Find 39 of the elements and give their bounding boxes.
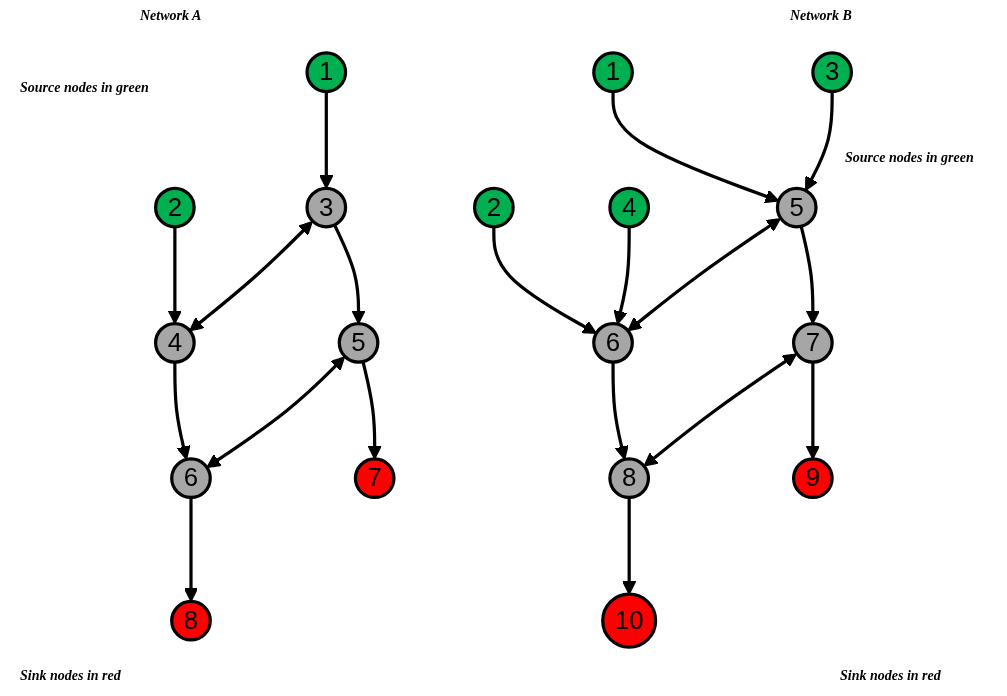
node-circle: 8 (608, 457, 651, 500)
note-text: Sink nodes in red (840, 668, 941, 684)
node-circle: 10 (601, 592, 658, 649)
arrow (805, 91, 834, 192)
node-circle: 1 (305, 51, 348, 94)
node-circle: 8 (170, 599, 212, 642)
node-circle: 6 (592, 321, 634, 364)
node-circle: 6 (170, 457, 212, 500)
arrow (319, 91, 334, 189)
node-circle: 7 (791, 321, 834, 364)
node-circle: 4 (608, 186, 651, 229)
network-title: Network A (140, 8, 202, 24)
note-text: Source nodes in green (20, 80, 149, 96)
network-title: Network B (790, 8, 852, 24)
node-circle: 7 (353, 457, 396, 500)
arrow (183, 497, 199, 602)
arrow (361, 361, 382, 460)
arrow (622, 497, 637, 595)
node-circle: 3 (811, 51, 854, 94)
arrow (613, 226, 631, 325)
arrow (611, 362, 629, 461)
node-circle: 9 (791, 457, 834, 500)
arrow (643, 353, 797, 467)
node-circle: 4 (153, 321, 196, 364)
node-circle: 1 (592, 51, 634, 94)
arrow (611, 91, 780, 204)
arrow (627, 218, 781, 332)
node-circle: 5 (775, 186, 818, 229)
node-circle: 2 (472, 186, 515, 229)
arrow (189, 221, 313, 332)
node-circle: 2 (153, 186, 196, 229)
arrow (492, 226, 597, 334)
note-text: Source nodes in green (845, 150, 974, 166)
arrow (805, 362, 820, 460)
node-circle: 5 (337, 321, 380, 364)
note-text: Sink nodes in red (20, 668, 121, 684)
arrow (173, 362, 191, 461)
arrow (206, 356, 346, 468)
node-circle: 3 (305, 186, 348, 229)
